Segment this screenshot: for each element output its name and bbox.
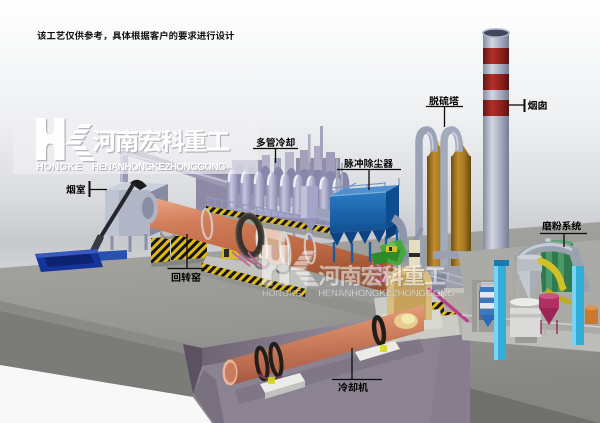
svg-text:HENANHONGKEZHONGGONG: HENANHONGKEZHONGGONG bbox=[318, 289, 455, 300]
svg-text:HONGKE: HONGKE bbox=[37, 162, 83, 174]
svg-text:HONGKE: HONGKE bbox=[262, 289, 302, 299]
svg-text:HENANHONGKEZHONGGONG: HENANHONGKEZHONGGONG bbox=[92, 162, 226, 173]
svg-text:HONGKE: HONGKE bbox=[36, 161, 82, 173]
svg-text:HENANHONGKEZHONGGONG: HENANHONGKEZHONGGONG bbox=[93, 163, 227, 174]
